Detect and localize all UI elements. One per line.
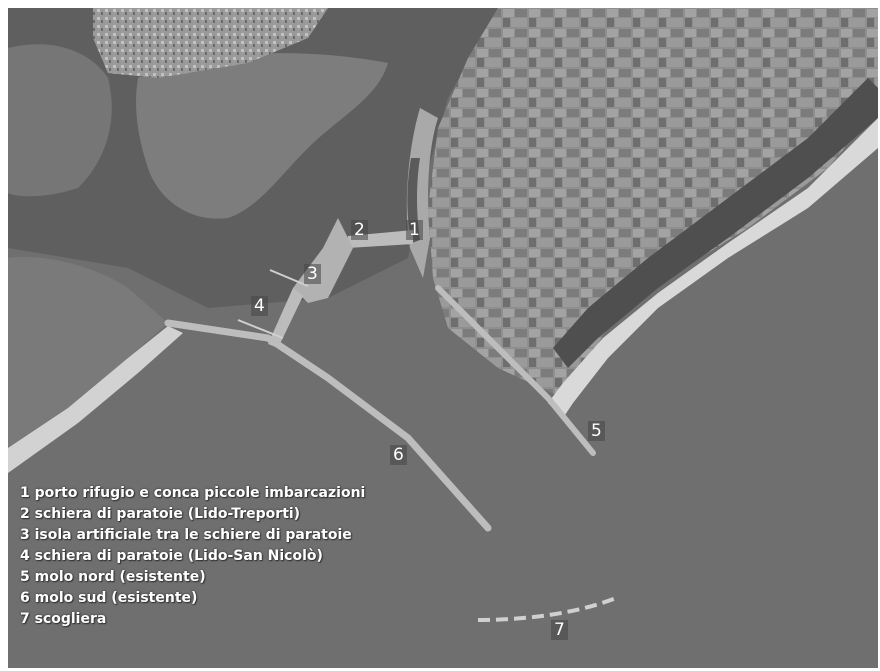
aerial-photo <box>8 8 878 668</box>
peninsula-fields <box>428 8 878 398</box>
legend-item: 4 schiera di paratoie (Lido-San Nicolò) <box>20 548 323 564</box>
aerial-map: 1 2 3 4 5 6 7 1 porto rifugio e conca pi… <box>8 8 878 668</box>
marker-4: 4 <box>251 296 268 316</box>
channel-line <box>269 269 309 287</box>
marsh-island <box>136 53 388 219</box>
town-area <box>93 8 328 78</box>
marker-2: 2 <box>351 220 368 240</box>
marsh-island-west <box>8 44 112 197</box>
marker-5: 5 <box>588 421 605 441</box>
breakwater <box>477 596 617 622</box>
south-jetty <box>164 319 492 532</box>
marker-1: 1 <box>406 220 423 240</box>
beach <box>548 118 878 418</box>
legend-item: 7 scogliera <box>20 611 107 627</box>
legend-item: 2 schiera di paratoie (Lido-Treporti) <box>20 506 301 522</box>
north-jetty <box>435 285 596 456</box>
lido-land <box>8 257 168 448</box>
marker-3: 3 <box>304 264 321 284</box>
channel-line <box>237 319 284 339</box>
legend-item: 1 porto rifugio e conca piccole imbarcaz… <box>20 485 366 501</box>
barrier-san-nicolo <box>268 288 303 348</box>
map-legend: 1 porto rifugio e conca piccole imbarcaz… <box>20 483 365 630</box>
lido-beach <box>8 326 183 473</box>
legend-item: 3 isola artificiale tra le schiere di pa… <box>20 527 352 543</box>
legend-item: 6 molo sud (esistente) <box>20 590 198 606</box>
legend-item: 5 molo nord (esistente) <box>20 569 206 585</box>
marker-6: 6 <box>390 445 407 465</box>
marker-7: 7 <box>551 620 568 640</box>
pine-forest <box>553 78 878 368</box>
